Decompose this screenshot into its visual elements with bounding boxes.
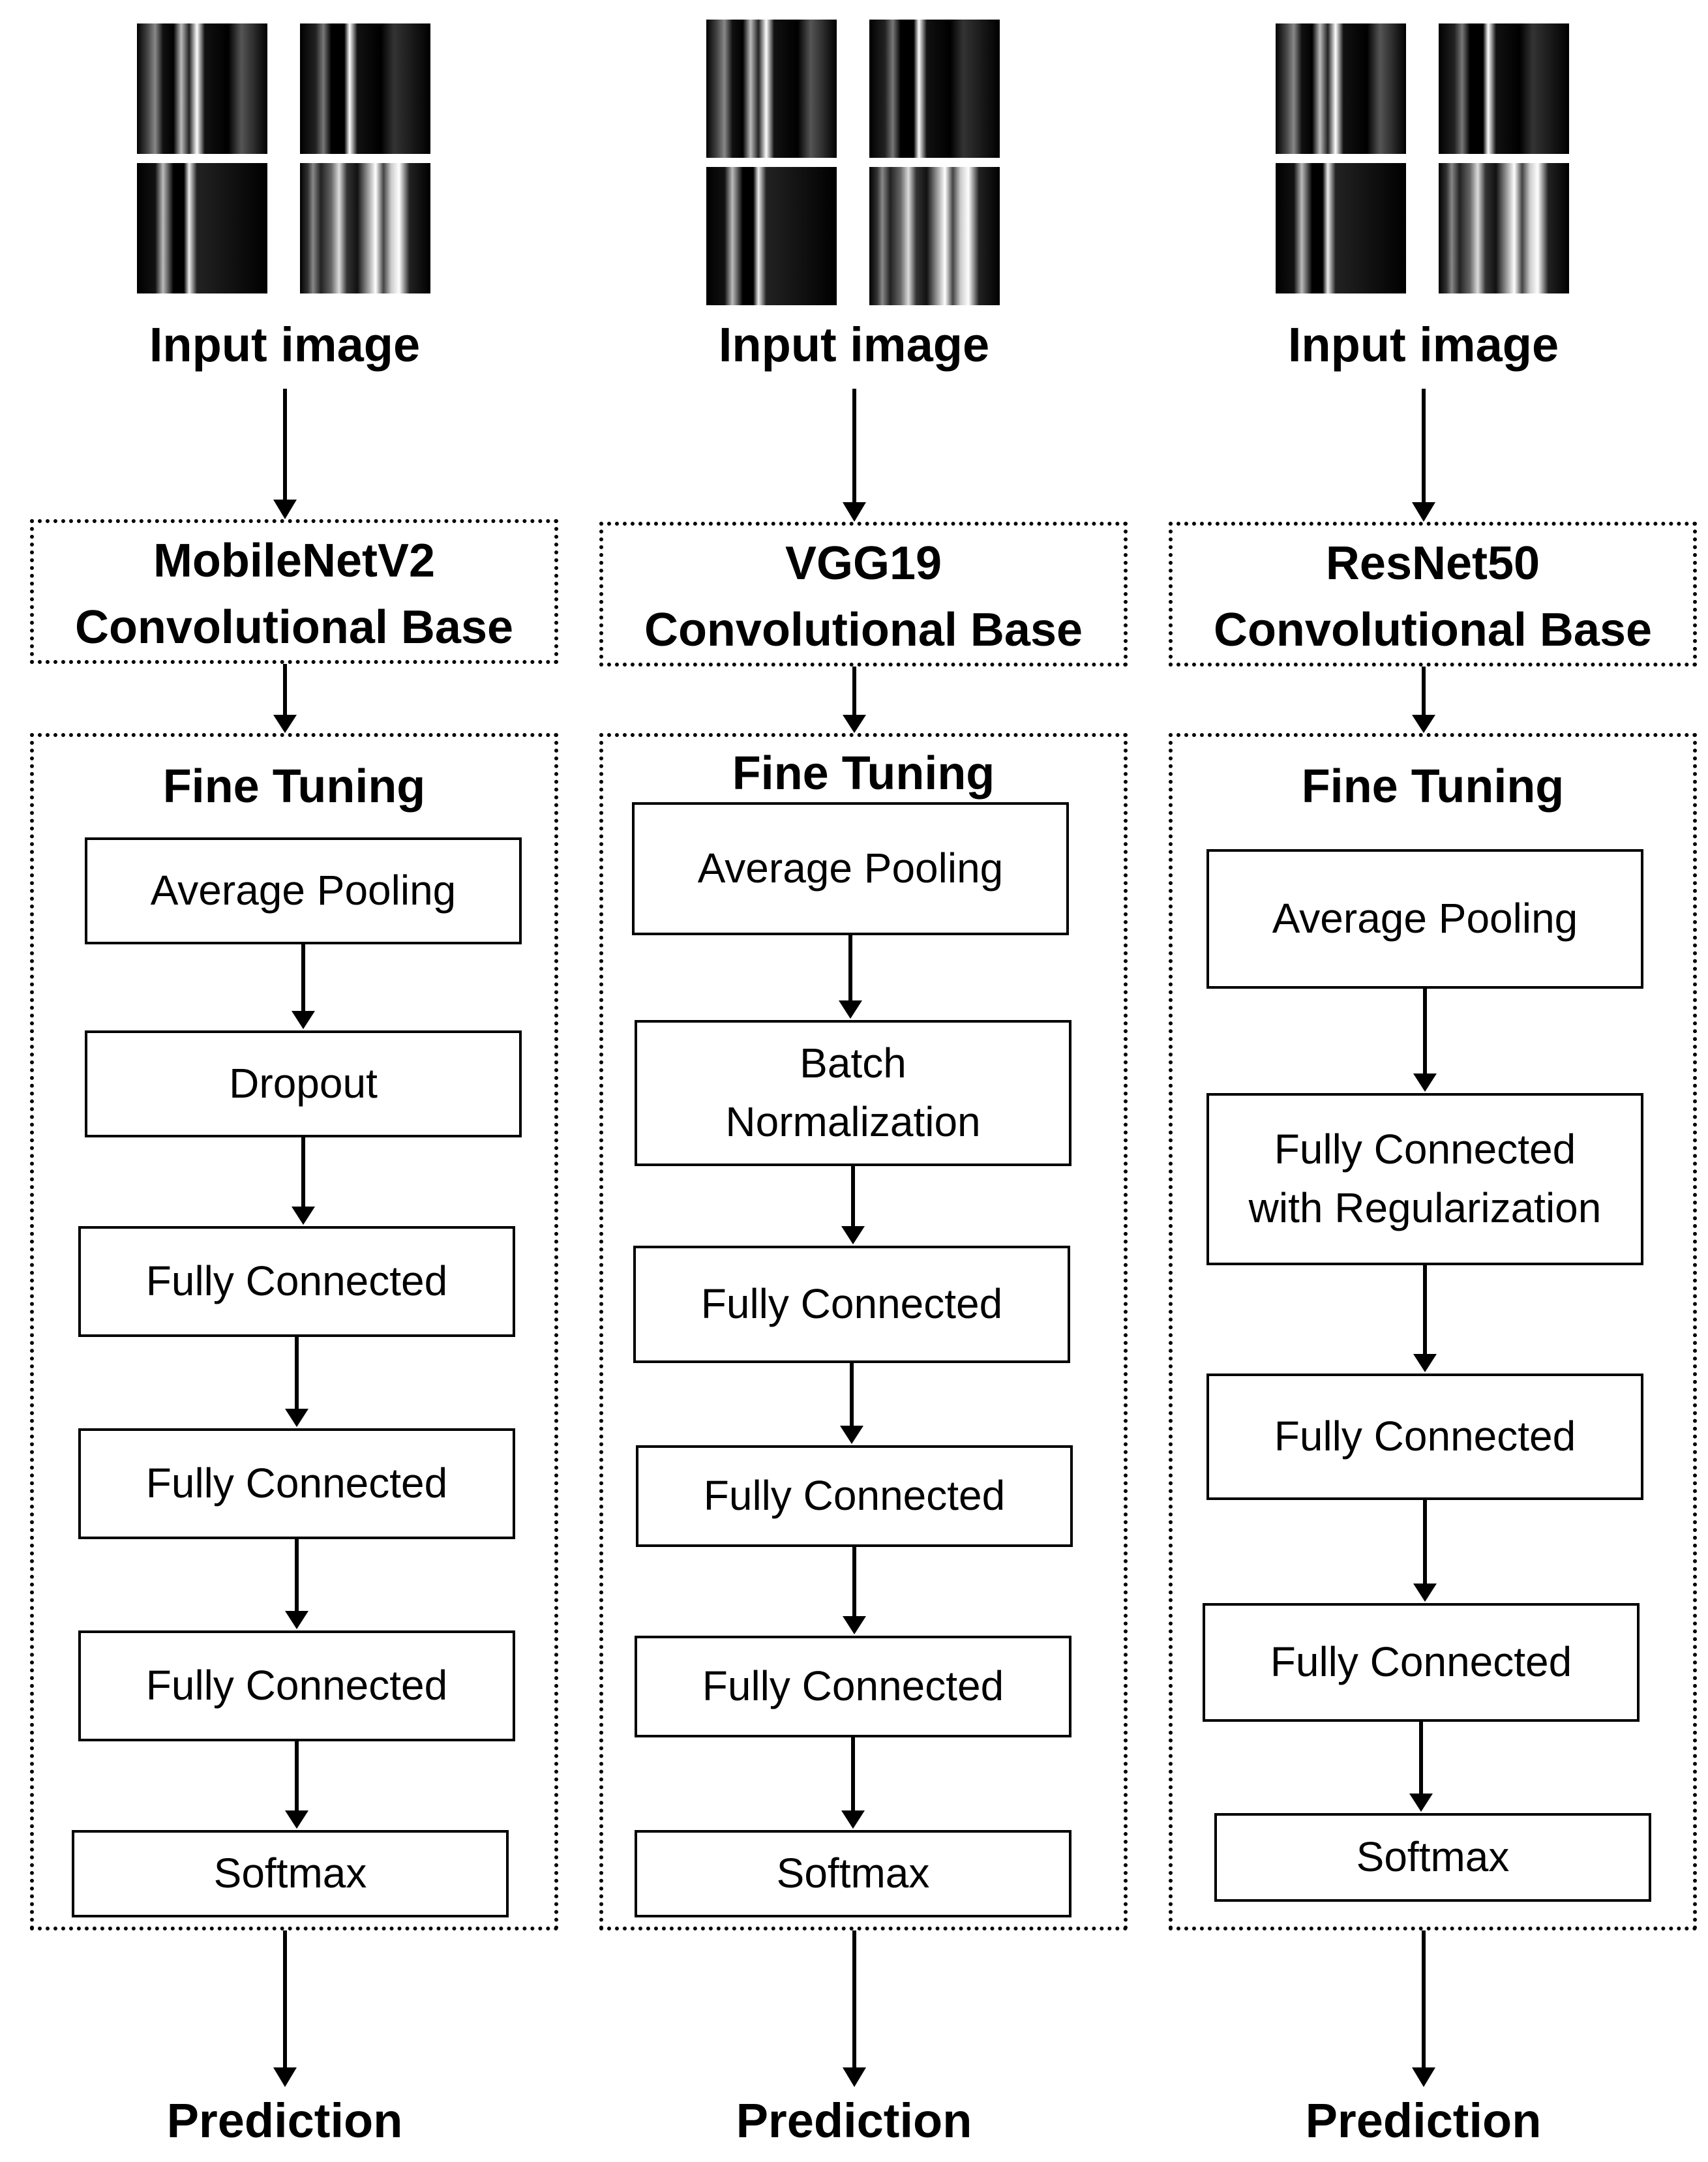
- arrow-down-icon: [285, 1741, 308, 1829]
- convolutional-base-title: Convolutional Base: [1213, 604, 1653, 656]
- fine-tuning-title: Fine Tuning: [1301, 760, 1565, 813]
- arrow-down-icon: [1409, 1722, 1433, 1812]
- input-thumbnail-icon: [300, 163, 430, 293]
- arrow-down-icon: [840, 1363, 863, 1444]
- layer-box: Average Pooling: [632, 802, 1069, 935]
- arrow-down-icon: [273, 664, 297, 733]
- arrow-down-icon: [1412, 389, 1435, 522]
- layer-box: Fully Connected: [1206, 1374, 1643, 1500]
- arrow-down-icon: [273, 389, 297, 519]
- fine-tuning-title: Fine Tuning: [162, 760, 426, 813]
- convolutional-base-title: VGG19: [785, 537, 942, 590]
- layer-box: Fully Connected with Regularization: [1206, 1093, 1643, 1265]
- input-thumbnail-icon: [869, 20, 1000, 158]
- arrow-down-icon: [292, 1137, 315, 1225]
- layer-box: Fully Connected: [635, 1636, 1071, 1737]
- input-thumbnail-icon: [869, 167, 1000, 305]
- input-thumbnail-icon: [300, 23, 430, 154]
- arrow-down-icon: [843, 389, 866, 522]
- layer-box: Dropout: [85, 1030, 522, 1137]
- arrow-down-icon: [841, 1166, 865, 1244]
- fine-tuning-box: Fine Tuning: [599, 733, 1128, 1930]
- layer-box: Batch Normalization: [635, 1020, 1071, 1166]
- convolutional-base-title: Convolutional Base: [644, 604, 1083, 656]
- layer-box: Fully Connected: [78, 1630, 515, 1741]
- layer-box: Fully Connected: [1203, 1603, 1640, 1722]
- arrow-down-icon: [839, 935, 862, 1019]
- input-image-grid: [706, 20, 1006, 307]
- prediction-label: Prediction: [1305, 2094, 1542, 2148]
- fine-tuning-box: Fine Tuning: [1169, 733, 1697, 1930]
- input-image-label: Input image: [149, 318, 421, 372]
- input-thumbnail-icon: [137, 23, 267, 154]
- input-thumbnail-icon: [1439, 23, 1569, 154]
- fine-tuning-box: Fine Tuning: [30, 733, 558, 1930]
- layer-box: Average Pooling: [85, 837, 522, 944]
- layer-box: Fully Connected: [633, 1246, 1070, 1363]
- arrow-down-icon: [1412, 1930, 1435, 2087]
- input-thumbnail-icon: [1276, 163, 1406, 293]
- layer-box: Fully Connected: [78, 1226, 515, 1337]
- layer-box: Average Pooling: [1206, 849, 1643, 989]
- arrow-down-icon: [843, 1547, 866, 1634]
- fine-tuning-title: Fine Tuning: [732, 747, 995, 800]
- prediction-label: Prediction: [166, 2094, 403, 2148]
- arrow-down-icon: [1413, 1265, 1437, 1372]
- input-image-label: Input image: [718, 318, 990, 372]
- layer-box: Softmax: [635, 1830, 1071, 1917]
- input-image-grid: [1276, 23, 1576, 297]
- layer-box: Softmax: [72, 1830, 509, 1917]
- input-thumbnail-icon: [1276, 23, 1406, 154]
- arrow-down-icon: [843, 1930, 866, 2087]
- arrow-down-icon: [841, 1737, 865, 1829]
- input-thumbnail-icon: [706, 167, 837, 305]
- arrow-down-icon: [843, 667, 866, 733]
- arrow-down-icon: [273, 1930, 297, 2087]
- arrow-down-icon: [1413, 989, 1437, 1092]
- convolutional-base-title: MobileNetV2: [153, 535, 436, 587]
- input-thumbnail-icon: [706, 20, 837, 158]
- arrow-down-icon: [1412, 667, 1435, 733]
- prediction-label: Prediction: [736, 2094, 972, 2148]
- layer-box: Softmax: [1214, 1813, 1651, 1902]
- input-thumbnail-icon: [137, 163, 267, 293]
- arrow-down-icon: [285, 1539, 308, 1629]
- arrow-down-icon: [1413, 1500, 1437, 1602]
- input-image-label: Input image: [1287, 318, 1559, 372]
- input-thumbnail-icon: [1439, 163, 1569, 293]
- layer-box: Fully Connected: [78, 1428, 515, 1539]
- arrow-down-icon: [285, 1337, 308, 1427]
- convolutional-base-title: Convolutional Base: [74, 601, 514, 653]
- arrow-down-icon: [292, 944, 315, 1029]
- input-image-grid: [137, 23, 437, 297]
- layer-box: Fully Connected: [636, 1445, 1073, 1547]
- convolutional-base-title: ResNet50: [1325, 537, 1540, 590]
